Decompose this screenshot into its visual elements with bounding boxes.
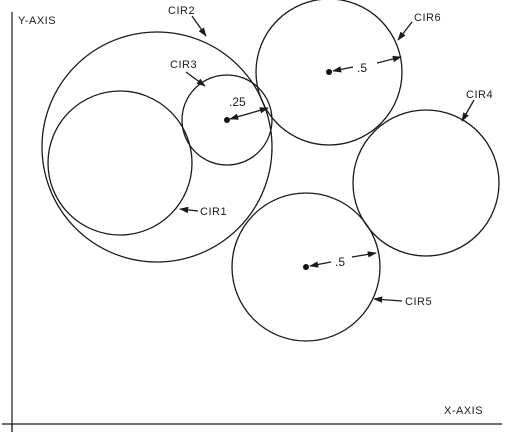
- circle-label-cir4: CIR4: [466, 89, 493, 101]
- circle-cir5: [231, 192, 381, 342]
- leader-cir2: [191, 15, 207, 37]
- radius-label-cir6: .5: [357, 61, 367, 75]
- circle-label-cir5: CIR5: [405, 296, 432, 308]
- circle-cir1: [47, 90, 193, 236]
- radius-arrow-cir5-left: [309, 261, 332, 268]
- leader-cir6: [397, 21, 413, 41]
- leader-cir1: [179, 206, 199, 214]
- circle-label-cir3: CIR3: [170, 59, 197, 71]
- center-point-cir3: [224, 117, 230, 123]
- leader-cir4: [461, 99, 475, 122]
- radius-arrow-cir6-right: [376, 55, 402, 64]
- circle-cir4: [352, 109, 500, 257]
- center-point-cir5: [303, 264, 309, 270]
- circle-cir3: [181, 74, 273, 166]
- center-point-cir6: [326, 69, 332, 75]
- circle-cir2: [41, 31, 273, 263]
- radius-label-cir5: .5: [335, 255, 345, 269]
- y-axis-label: Y-AXIS: [18, 15, 56, 27]
- leader-cir3: [185, 71, 206, 87]
- circle-cir6: [255, 0, 403, 146]
- x-axis-label: X-AXIS: [444, 405, 483, 417]
- circle-label-cir6: CIR6: [414, 12, 441, 24]
- circle-label-cir1: CIR1: [200, 206, 227, 218]
- radius-arrow-cir3: [229, 107, 269, 120]
- circle-label-cir2: CIR2: [168, 5, 195, 17]
- radius-label-cir3: .25: [229, 95, 246, 109]
- radius-arrow-cir6-left: [332, 66, 354, 73]
- radius-arrow-cir5-right: [351, 251, 377, 258]
- leader-cir5: [373, 296, 403, 303]
